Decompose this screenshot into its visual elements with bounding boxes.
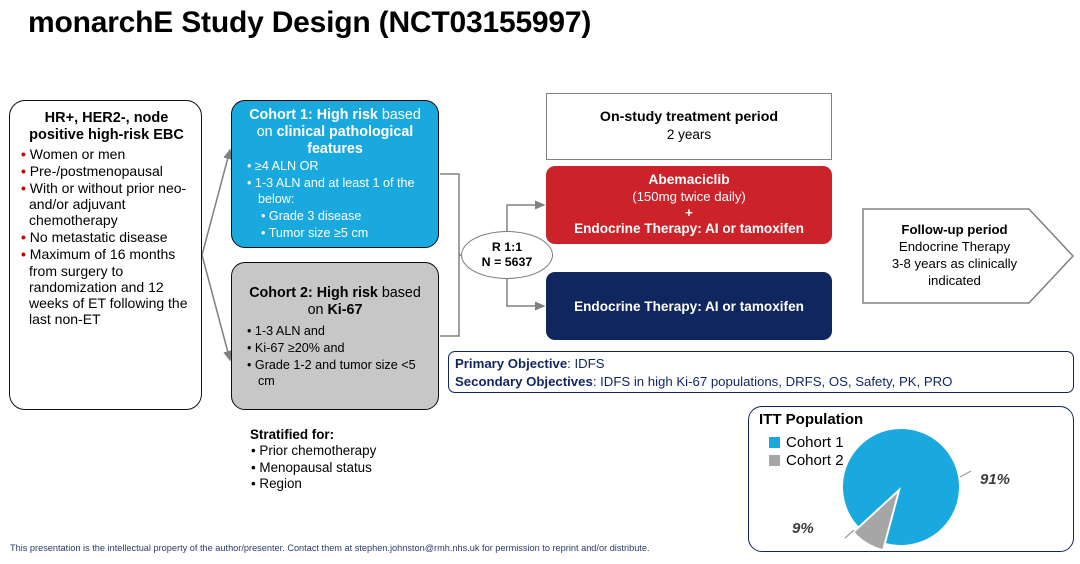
itt-population-panel: ITT Population Cohort 1 Cohort 2 91% 9% — [748, 406, 1074, 552]
cohort-1-header-part2: based on — [256, 107, 421, 141]
primary-objective-value: : IDFS — [567, 356, 605, 371]
cohort-2-bullet: Grade 1-2 and tumor size <5 — [240, 358, 430, 374]
cohort-2-bullet: 1-3 ALN and — [240, 324, 430, 340]
experimental-arm-box: Abemaciclib (150mg twice daily) + Endocr… — [546, 166, 832, 244]
primary-objective-label: Primary Objective — [455, 356, 568, 371]
stratification-header: Stratified for: — [250, 427, 335, 442]
follow-up-line4: indicated — [928, 272, 981, 288]
legend-item-cohort-1: Cohort 1 — [769, 434, 844, 451]
control-arm-label: Endocrine Therapy: AI or tamoxifen — [574, 298, 804, 314]
cohort-1-header: Cohort 1: High risk based on clinical pa… — [240, 107, 430, 158]
stratification-item: Prior chemotherapy — [250, 443, 470, 460]
objectives-box: Primary Objective: IDFS Secondary Object… — [448, 351, 1074, 393]
experimental-arm-plus: + — [685, 205, 693, 221]
cohort-1-continuation: below: — [258, 192, 295, 207]
cohort-2-header-part1: Cohort 2: High risk — [249, 285, 378, 301]
experimental-arm-partner: Endocrine Therapy: AI or tamoxifen — [574, 221, 804, 237]
follow-up-period-arrow: Follow-up period Endocrine Therapy 3-8 y… — [862, 208, 1074, 304]
pie-slice-cohort-1 — [843, 429, 959, 545]
randomization-ratio: R 1:1 — [491, 239, 523, 254]
legend-swatch-cohort-2 — [769, 455, 780, 466]
stratification-item: Menopausal status — [250, 460, 470, 477]
footer-disclaimer: This presentation is the intellectual pr… — [10, 543, 650, 553]
stratification-block: Stratified for: Prior chemotherapy Menop… — [250, 427, 470, 493]
follow-up-line2: Endocrine Therapy — [898, 238, 1011, 254]
page-title: monarchE Study Design (NCT03155997) — [28, 6, 592, 39]
follow-up-title: Follow-up period — [901, 222, 1008, 237]
follow-up-text: Follow-up period Endocrine Therapy 3-8 y… — [872, 222, 1037, 290]
cohort-1-box: Cohort 1: High risk based on clinical pa… — [231, 100, 439, 248]
eligibility-bullet: Maximum of 16 months from surgery to ran… — [21, 246, 192, 326]
eligibility-bullet: Pre-/postmenopausal — [21, 163, 192, 179]
experimental-arm-dose: (150mg twice daily) — [632, 189, 746, 205]
cohort-2-bullet: Ki-67 ≥20% and — [240, 341, 430, 357]
eligibility-header: HR+, HER2-, node positive high-risk EBC — [29, 110, 184, 143]
cohort-2-box: Cohort 2: High risk based on Ki-67 1-3 A… — [231, 262, 439, 410]
cohort-2-header-part3: Ki-67 — [327, 302, 363, 319]
itt-pie-chart — [829, 421, 975, 553]
legend-swatch-cohort-1 — [769, 437, 780, 448]
pie-value-cohort-1: 91% — [980, 471, 1011, 488]
cohort-1-bullet: ≥4 ALN OR — [240, 159, 430, 175]
eligibility-criteria-box: HR+, HER2-, node positive high-risk EBC … — [9, 100, 202, 410]
cohort-2-continuation: cm — [258, 373, 275, 388]
secondary-objective-line: Secondary Objectives: IDFS in high Ki-67… — [455, 373, 1073, 391]
on-study-title: On-study treatment period — [599, 109, 779, 126]
cohort-1-header-part3: clinical pathological features — [276, 124, 414, 158]
cohort-1-bullet: 1-3 ALN and at least 1 of the — [240, 176, 430, 192]
secondary-objective-label: Secondary Objectives — [455, 373, 593, 389]
on-study-treatment-period-box: On-study treatment period 2 years — [546, 93, 832, 160]
eligibility-bullet: With or without prior neo- and/or adjuva… — [21, 180, 192, 228]
randomization-n: N = 5637 — [481, 255, 533, 269]
control-arm-box: Endocrine Therapy: AI or tamoxifen — [546, 272, 832, 340]
secondary-objective-value: : IDFS in high Ki-67 populations, DRFS, … — [592, 373, 953, 389]
follow-up-line3: 3-8 years as clinically — [891, 255, 1018, 271]
randomization-node: R 1:1 N = 5637 — [461, 231, 553, 279]
cohort-2-header-part2: based on — [307, 285, 421, 319]
on-study-duration: 2 years — [666, 126, 712, 142]
cohort-1-header-part1: Cohort 1: High risk — [249, 107, 378, 123]
primary-objective-line: Primary Objective: IDFS — [455, 355, 1073, 373]
experimental-arm-drug: Abemaciclib — [648, 172, 730, 188]
legend-label-cohort-1: Cohort 1 — [786, 434, 844, 451]
legend-item-cohort-2: Cohort 2 — [769, 452, 844, 469]
cohort-1-subbullet: Grade 3 disease — [240, 209, 430, 225]
cohort-2-header: Cohort 2: High risk based on Ki-67 — [240, 285, 430, 319]
eligibility-bullet: Women or men — [21, 146, 192, 162]
pie-value-cohort-2: 9% — [792, 520, 814, 537]
cohort-1-subbullet: Tumor size ≥5 cm — [240, 226, 430, 242]
pie-legend: Cohort 1 Cohort 2 — [769, 434, 844, 470]
legend-label-cohort-2: Cohort 2 — [786, 452, 844, 469]
eligibility-bullet: No metastatic disease — [21, 229, 192, 245]
itt-panel-title: ITT Population — [759, 411, 864, 428]
pie-slice-cohort-2 — [854, 492, 898, 550]
stratification-item: Region — [250, 476, 470, 493]
